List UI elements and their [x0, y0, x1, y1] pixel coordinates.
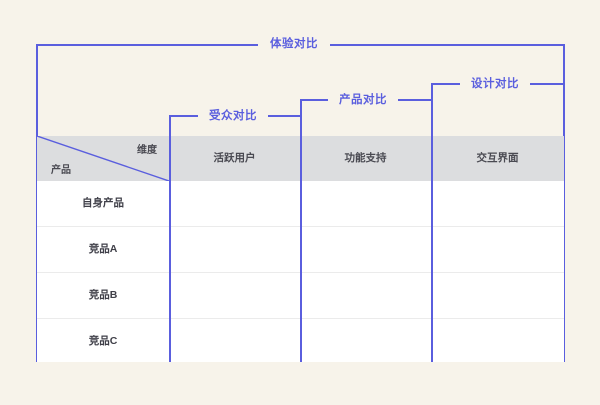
group-label-audience[interactable]: 受众对比: [198, 107, 268, 125]
cell-rival-b-active-users[interactable]: [169, 273, 300, 318]
cell-rival-b-feature-support[interactable]: [300, 273, 431, 318]
column-header-interface: 交互界面: [476, 152, 519, 164]
row-header-rival-a: 竞品A: [88, 243, 118, 255]
cell-rival-b-interface[interactable]: [431, 273, 564, 318]
column-rule-interface: [431, 83, 433, 362]
cell-own-interface[interactable]: [431, 181, 564, 226]
corner-product-label: 产品: [51, 165, 71, 176]
corner-diagonal-line: [37, 136, 169, 181]
cell-rival-a-active-users[interactable]: [169, 227, 300, 272]
column-rule-active-users: [169, 115, 171, 362]
group-label-design[interactable]: 设计对比: [460, 75, 530, 93]
diagram-title: 体验对比: [258, 34, 330, 54]
group-label-product[interactable]: 产品对比: [328, 91, 398, 109]
row-header-own-product: 自身产品: [82, 197, 124, 209]
cell-rival-c-interface[interactable]: [431, 319, 564, 364]
column-header-feature-support: 功能支持: [344, 152, 387, 164]
cell-rival-c-feature-support[interactable]: [300, 319, 431, 364]
cell-rival-a-feature-support[interactable]: [300, 227, 431, 272]
cell-own-active-users[interactable]: [169, 181, 300, 226]
row-header-rival-c: 竞品C: [88, 335, 118, 347]
cell-own-feature-support[interactable]: [300, 181, 431, 226]
column-header-active-users: 活跃用户: [213, 152, 256, 164]
corner-dimension-label: 维度: [137, 145, 157, 156]
row-header-rival-b: 竞品B: [88, 289, 118, 301]
column-rule-feature-support: [300, 99, 302, 362]
corner-header-cell: 维度 产品: [37, 136, 169, 181]
cell-rival-a-interface[interactable]: [431, 227, 564, 272]
cell-rival-c-active-users[interactable]: [169, 319, 300, 364]
